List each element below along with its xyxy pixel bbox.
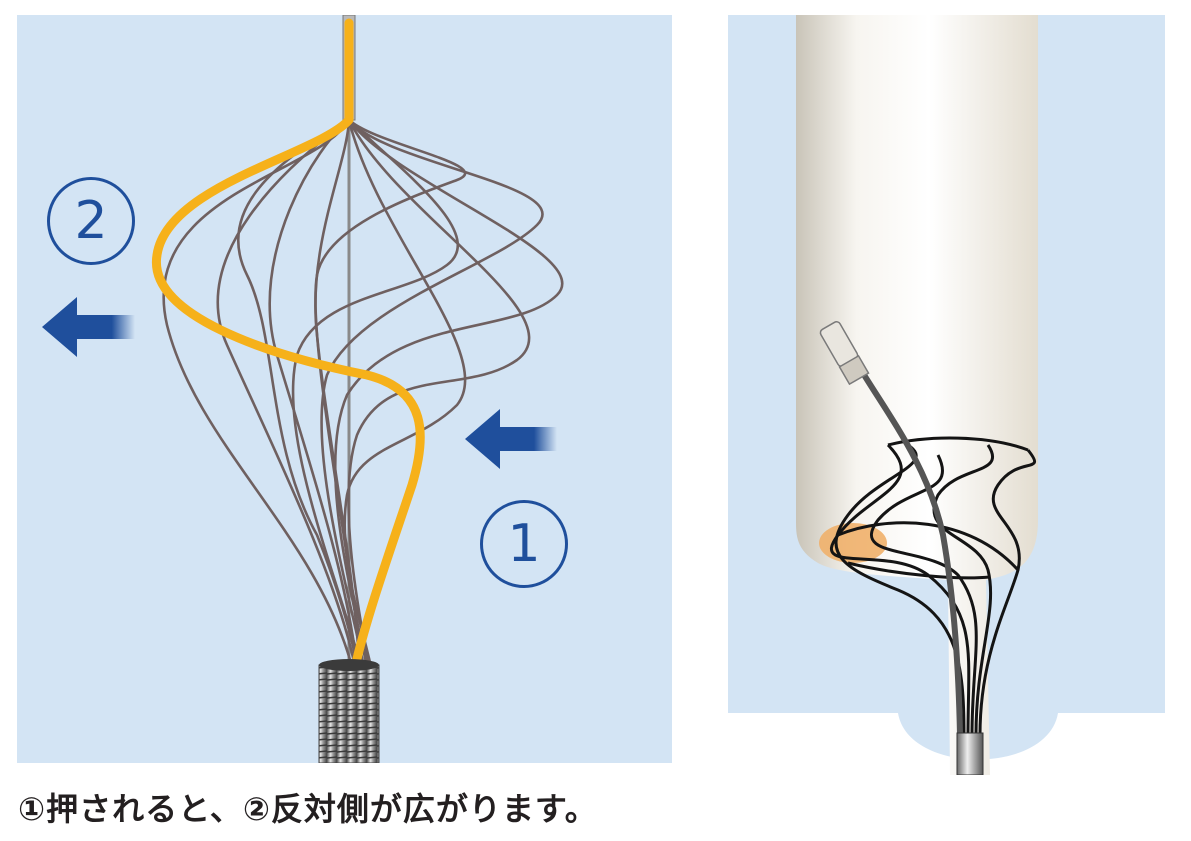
- inner-sheath: [855, 363, 963, 736]
- bile-duct: [796, 15, 1038, 775]
- marker-1: 1: [480, 500, 568, 588]
- basket-wire-illustration: [42, 15, 564, 763]
- basket-wires: [162, 118, 564, 668]
- coil-sheath-bottom: [956, 732, 984, 775]
- coil-sheath: [318, 664, 380, 763]
- basket-tip: [819, 321, 870, 386]
- duct-diagram: [728, 15, 1165, 775]
- spread-arrow: [42, 297, 135, 357]
- sheath-opening: [319, 659, 379, 671]
- marker-2: 2: [47, 177, 135, 265]
- push-arrow: [465, 409, 557, 469]
- basket-expansion-panel: 2 1: [17, 15, 672, 763]
- duct-illustration-panel: [728, 15, 1165, 775]
- highlighted-wire: [152, 18, 425, 672]
- caption: ①押されると、②反対側が広がります。: [18, 790, 598, 828]
- stone: [819, 523, 887, 563]
